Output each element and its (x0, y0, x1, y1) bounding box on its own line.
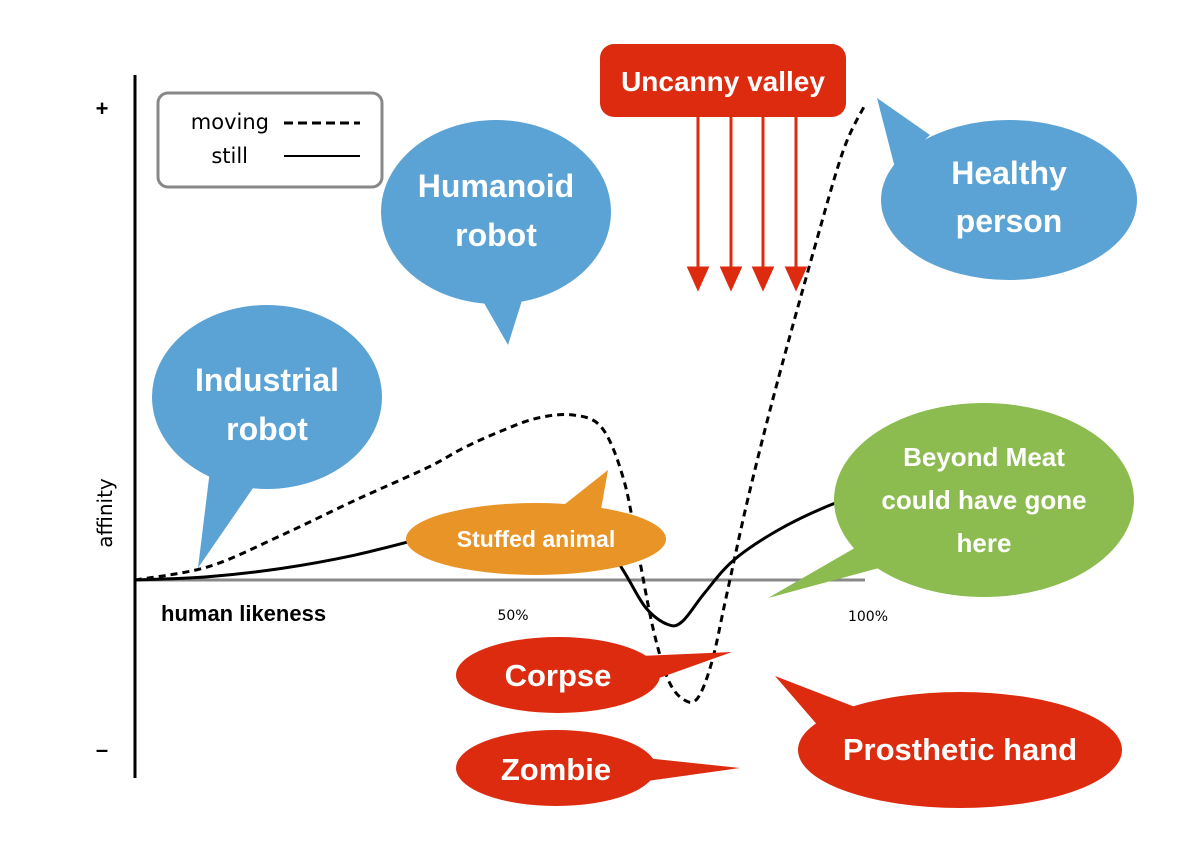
bubble-body (798, 692, 1122, 808)
uncanny-valley-box (600, 44, 846, 117)
corpse-label: Corpse (505, 658, 612, 693)
industrial-robot-label-line1: Industrial (195, 362, 339, 398)
beyond-meat-label-line1: Beyond Meat (903, 442, 1065, 472)
stuffed-animal-label: Stuffed animal (457, 526, 615, 552)
beyond-meat-bubble: Beyond Meat could have gone here (768, 403, 1134, 598)
healthy-person-label-line1: Healthy (951, 155, 1067, 191)
legend-label-moving: moving (191, 110, 269, 134)
bubble-body (456, 730, 656, 806)
beyond-meat-label-line2: could have gone (881, 485, 1086, 515)
bubble-tail (198, 470, 262, 568)
prosthetic-hand-bubble: Prosthetic hand (775, 676, 1122, 808)
humanoid-robot-label-line2: robot (455, 217, 537, 253)
bubble-tail (636, 757, 740, 782)
uncanny-valley-callout: Uncanny valley (600, 44, 846, 292)
x-tick-50: 50% (497, 608, 528, 624)
bubble-body (152, 305, 382, 489)
healthy-person-label-line2: person (956, 203, 1063, 239)
bubble-tail (555, 470, 608, 515)
series-moving-line (134, 104, 867, 704)
y-tick-minus: – (96, 737, 108, 762)
zombie-bubble: Zombie (456, 730, 740, 806)
stuffed-animal-bubble: Stuffed animal (406, 470, 666, 575)
bubble-body (881, 120, 1137, 280)
bubble-body (406, 503, 666, 575)
x-tick-100: 100% (848, 609, 888, 625)
bubble-body (456, 637, 660, 713)
humanoid-robot-bubble: Humanoid robot (381, 120, 611, 345)
y-axis-label: affinity (93, 478, 117, 548)
corpse-bubble: Corpse (456, 637, 732, 713)
x-axis-label: human likeness (161, 601, 326, 626)
y-tick-plus: + (96, 96, 109, 121)
down-arrow-icon (719, 266, 743, 292)
bubble-tail (877, 98, 930, 168)
legend-label-still: still (211, 144, 248, 168)
legend: moving still (156, 91, 384, 189)
healthy-person-bubble: Healthy person (877, 98, 1137, 280)
bubble-body (834, 403, 1134, 597)
industrial-robot-label-line2: robot (226, 411, 308, 447)
legend-box (156, 91, 384, 189)
industrial-robot-bubble: Industrial robot (152, 305, 382, 568)
zombie-label: Zombie (501, 752, 611, 787)
uncanny-valley-arrows (686, 117, 808, 292)
bubble-tail (640, 652, 732, 682)
beyond-meat-label-line3: here (957, 528, 1012, 558)
uncanny-valley-label: Uncanny valley (621, 66, 825, 97)
down-arrow-icon (751, 266, 775, 292)
down-arrow-icon (784, 266, 808, 292)
down-arrow-icon (686, 266, 710, 292)
humanoid-robot-label-line1: Humanoid (418, 168, 574, 204)
prosthetic-hand-label: Prosthetic hand (843, 732, 1077, 767)
bubble-tail (768, 545, 890, 598)
bubble-body (381, 120, 611, 304)
